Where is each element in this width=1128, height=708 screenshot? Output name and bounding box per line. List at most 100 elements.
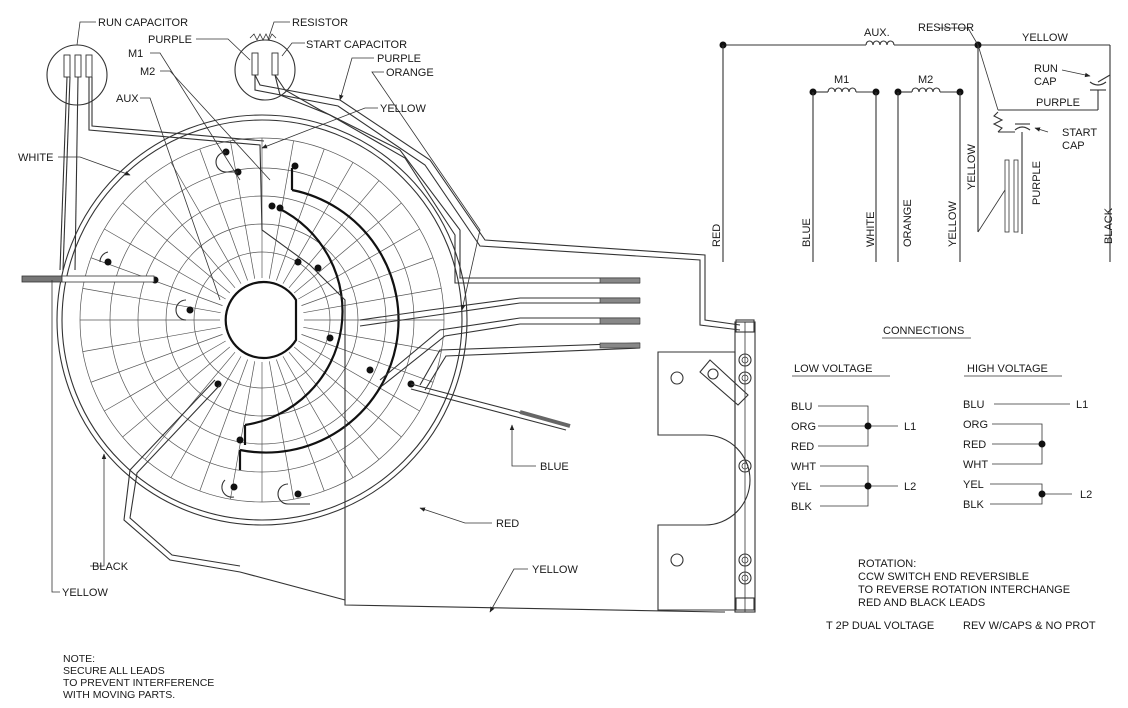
hv-lead-yel: YEL bbox=[963, 479, 984, 491]
lead-wires bbox=[59, 74, 741, 613]
stator-slot-line bbox=[82, 288, 221, 314]
stator-slot-line bbox=[122, 202, 231, 294]
stator-slot-line bbox=[104, 340, 226, 412]
stator-slot-line bbox=[303, 288, 442, 314]
hv-lead-red: RED bbox=[963, 439, 986, 451]
motor-spec-right: REV W/CAPS & NO PROT bbox=[963, 620, 1096, 632]
sch-v-blue: BLUE bbox=[801, 218, 813, 247]
stator-slot-line bbox=[170, 162, 242, 284]
sch-start-cap-1: START bbox=[1062, 127, 1097, 139]
stator-slot-line bbox=[104, 228, 226, 300]
rotation-line-4: RED AND BLACK LEADS bbox=[858, 597, 985, 609]
stator-slot-line bbox=[276, 359, 325, 492]
lv-lead-blk: BLK bbox=[791, 501, 812, 513]
label-blue: BLUE bbox=[540, 461, 569, 473]
terminal-board bbox=[657, 319, 756, 613]
stator-slot-line bbox=[268, 361, 294, 500]
lv-lead-org: ORG bbox=[791, 421, 816, 433]
label-orange: ORANGE bbox=[386, 67, 434, 79]
lv-l1: L1 bbox=[904, 421, 916, 433]
label-start-capacitor: START CAPACITOR bbox=[306, 39, 407, 51]
note-line-4: WITH MOVING PARTS. bbox=[63, 689, 175, 701]
label-black: BLACK bbox=[92, 561, 129, 573]
label-yellow: YELLOW bbox=[380, 103, 426, 115]
stator-slot-line bbox=[199, 359, 248, 492]
label-yellow-left: YELLOW bbox=[62, 587, 108, 599]
stator-slot-line bbox=[293, 346, 402, 438]
label-m1: M1 bbox=[128, 48, 143, 60]
connections-title: CONNECTIONS bbox=[883, 325, 964, 337]
note-line-3: TO PREVENT INTERFERENCE bbox=[63, 677, 214, 689]
lv-lead-wht: WHT bbox=[791, 461, 816, 473]
stator-slot-line bbox=[301, 334, 434, 383]
sch-start-cap-2: CAP bbox=[1062, 140, 1085, 152]
general-note: NOTE: SECURE ALL LEADS TO PREVENT INTERF… bbox=[63, 653, 214, 701]
stator-slot-line bbox=[282, 356, 354, 478]
label-red: RED bbox=[496, 518, 519, 530]
schematic-text: AUX. RESISTOR YELLOW M1 M2 RUN CAP PURPL… bbox=[711, 22, 1115, 247]
motor-leaders bbox=[51, 21, 536, 613]
sch-resistor: RESISTOR bbox=[918, 22, 974, 34]
connections: CONNECTIONS LOW VOLTAGE HIGH VOLTAGE BLU… bbox=[791, 325, 1092, 513]
label-purple: PURPLE bbox=[148, 34, 192, 46]
rotation-line-3: TO REVERSE ROTATION INTERCHANGE bbox=[858, 584, 1070, 596]
lv-lead-yel: YEL bbox=[791, 481, 812, 493]
sch-m2: M2 bbox=[918, 74, 933, 86]
hv-lead-blu: BLU bbox=[963, 399, 984, 411]
lv-lead-red: RED bbox=[791, 441, 814, 453]
hv-lead-wht: WHT bbox=[963, 459, 988, 471]
label-aux: AUX bbox=[116, 93, 139, 105]
rotation-line-1: ROTATION: bbox=[858, 558, 916, 570]
sch-run-cap-2: CAP bbox=[1034, 76, 1057, 88]
sch-v-black: BLACK bbox=[1103, 207, 1115, 244]
hv-lead-blk: BLK bbox=[963, 499, 984, 511]
sch-yellow-top: YELLOW bbox=[1022, 32, 1068, 44]
label-run-capacitor: RUN CAPACITOR bbox=[98, 17, 188, 29]
sch-v-white: WHITE bbox=[865, 212, 877, 247]
motor-text: RUN CAPACITOR RESISTOR PURPLE START CAPA… bbox=[18, 17, 578, 599]
stator-slot-line bbox=[230, 361, 256, 500]
sch-v-yellow-1: YELLOW bbox=[966, 144, 978, 190]
motor-spec-left: T 2P DUAL VOLTAGE bbox=[826, 620, 934, 632]
stator-slot-line bbox=[230, 140, 256, 279]
label-purple-2: PURPLE bbox=[377, 53, 421, 65]
low-voltage-title: LOW VOLTAGE bbox=[794, 363, 872, 375]
stator-slot-line bbox=[282, 162, 354, 284]
sch-v-yellow-2: YELLOW bbox=[947, 201, 959, 247]
stator-slot-line bbox=[276, 148, 325, 281]
motor-shaft bbox=[21, 275, 155, 283]
sch-v-purple: PURPLE bbox=[1031, 161, 1043, 205]
stator-slot-line bbox=[288, 351, 380, 460]
stator-slot-line bbox=[298, 340, 420, 412]
stator-slot-line bbox=[293, 202, 402, 294]
stator-slot-line bbox=[199, 148, 248, 281]
stator-slot-line bbox=[170, 356, 242, 478]
stator-slot-line bbox=[82, 326, 221, 352]
stator-slot-line bbox=[298, 228, 420, 300]
label-resistor: RESISTOR bbox=[292, 17, 348, 29]
hv-lead-org: ORG bbox=[963, 419, 988, 431]
hv-l2: L2 bbox=[1080, 489, 1092, 501]
stator-slot-line bbox=[288, 180, 380, 289]
stator-slot-line bbox=[122, 346, 231, 438]
hv-l1: L1 bbox=[1076, 399, 1088, 411]
sch-run-cap-1: RUN bbox=[1034, 63, 1058, 75]
label-yellow-bottom: YELLOW bbox=[532, 564, 578, 576]
stator-slot-line bbox=[301, 257, 434, 306]
run-capacitor-connector bbox=[46, 44, 108, 106]
label-white: WHITE bbox=[18, 152, 53, 164]
sch-aux: AUX. bbox=[864, 27, 890, 39]
stator-slot-line bbox=[90, 334, 223, 383]
sch-m1: M1 bbox=[834, 74, 849, 86]
lv-l2: L2 bbox=[904, 481, 916, 493]
note-line-1: NOTE: bbox=[63, 653, 95, 665]
lv-lead-blu: BLU bbox=[791, 401, 812, 413]
sch-v-orange: ORANGE bbox=[902, 199, 914, 247]
rotation-note: ROTATION: CCW SWITCH END REVERSIBLE TO R… bbox=[826, 558, 1096, 632]
sch-v-red: RED bbox=[711, 224, 723, 247]
label-m2: M2 bbox=[140, 66, 155, 78]
schematic bbox=[719, 27, 1111, 262]
high-voltage-title: HIGH VOLTAGE bbox=[967, 363, 1048, 375]
